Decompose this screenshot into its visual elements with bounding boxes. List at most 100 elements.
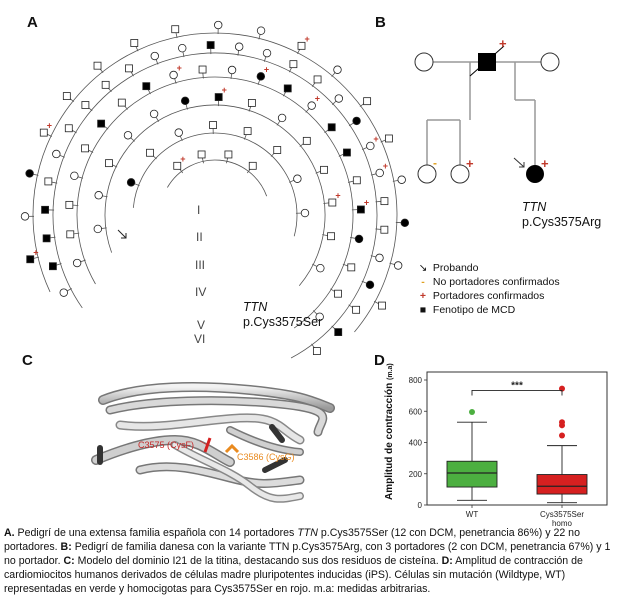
caption-b-label: B: — [60, 541, 72, 553]
pedigree-male — [44, 177, 53, 186]
panel-a-variant: p.Cys3575Ser — [243, 315, 323, 329]
pedigree-male — [283, 84, 292, 93]
b-founder-female — [414, 52, 434, 72]
legend-noncarrier: - No portadores confirmados — [421, 276, 560, 288]
panel-b-gene: TTN — [522, 200, 547, 214]
generation-label-3: III — [195, 258, 206, 272]
pedigree-female — [315, 312, 324, 321]
pedigree-male — [117, 98, 126, 107]
significance-bracket — [471, 389, 563, 396]
pedigree-male — [327, 123, 336, 132]
pedigree-female — [316, 263, 325, 273]
pedigree-male — [66, 230, 75, 239]
legend-proband-label: Probando — [432, 262, 479, 274]
pedigree-male — [273, 146, 282, 154]
pedigree-male — [247, 99, 256, 107]
caption-d-label: D: — [441, 555, 453, 567]
pedigree-male — [224, 150, 233, 159]
x-tick-label: WT — [466, 510, 479, 519]
pedigree-male — [81, 144, 89, 153]
y-tick-label: 400 — [409, 439, 423, 448]
pedigree-male — [334, 328, 343, 336]
significance-label: *** — [511, 380, 523, 391]
figure-caption: A. Pedigrí de una extensa familia españo… — [4, 526, 622, 596]
pedigree-female — [126, 178, 136, 187]
pedigree-female — [256, 26, 266, 35]
pedigree-female — [262, 48, 272, 58]
y-axis-label-unit: (m.a) — [387, 363, 394, 380]
generation-label-1: I — [197, 203, 201, 217]
panel-a-gene: TTN — [243, 300, 268, 314]
carrier-mark: + — [315, 94, 320, 104]
pedigree-male — [209, 121, 217, 129]
y-tick-label: 200 — [409, 470, 423, 479]
pedigree-male — [173, 161, 182, 170]
pedigree-female — [300, 208, 310, 218]
pedigree-female — [94, 191, 103, 200]
pedigree-male — [363, 97, 372, 106]
svg-text:+: + — [541, 156, 549, 171]
caption-b-text: Pedigrí de familia danesa con la variant… — [4, 541, 611, 567]
b-child-carrier — [450, 164, 470, 184]
pedigree-male — [243, 127, 252, 136]
pedigree-female — [150, 51, 159, 61]
pedigree-female — [214, 20, 223, 30]
pedigree-male — [64, 124, 73, 133]
pedigree-female — [25, 169, 34, 178]
pedigree-female — [400, 218, 410, 228]
iqr-box — [446, 460, 498, 488]
generation-label-5: V — [197, 318, 206, 332]
pedigree-male — [146, 148, 154, 157]
pedigree-male — [385, 134, 393, 143]
panel-b-variant: p.Cys3575Arg — [522, 215, 602, 229]
outlier-point — [559, 432, 565, 439]
pedigree-male — [105, 159, 113, 168]
y-tick-label: 600 — [409, 407, 423, 416]
x-tick-label: Cys3575Ser — [540, 510, 584, 519]
b-child-noncarrier — [417, 164, 437, 184]
pedigree-male — [101, 80, 110, 89]
caption-c-label: C: — [63, 555, 75, 567]
generation-label-6: VI — [194, 332, 206, 346]
pedigree-female — [174, 128, 183, 137]
pedigree-female — [70, 171, 79, 181]
pedigree-male — [328, 198, 337, 207]
svg-text:+: + — [466, 156, 474, 171]
pedigree-female — [333, 65, 342, 74]
legend-carrier-label: Portadores confirmados — [432, 290, 545, 302]
pedigree-male — [130, 39, 139, 47]
b-proband — [526, 165, 544, 183]
pedigree-male — [41, 205, 49, 214]
y-tick-label: 800 — [409, 376, 423, 385]
pedigree-female — [375, 168, 384, 178]
pedigree-male — [347, 263, 356, 272]
panel-a-letter: A — [27, 14, 38, 31]
pedigree-male — [65, 200, 74, 209]
carrier-mark: + — [47, 121, 52, 131]
outlier-point — [469, 409, 475, 416]
pedigree-female — [169, 70, 178, 80]
caption-a-gene: TTN — [297, 527, 318, 539]
pedigree-male — [214, 93, 223, 101]
pedigree-female — [59, 288, 68, 297]
pedigree-female — [149, 109, 159, 119]
pedigree-male — [312, 347, 321, 355]
carrier-mark: + — [264, 64, 269, 74]
caption-a-text-2: p.Cys3575Ser (12 con DCM, penetrancia 86… — [4, 527, 580, 553]
pedigree-male — [42, 234, 51, 243]
pedigree-male — [289, 60, 298, 69]
pedigree-female — [20, 212, 30, 221]
pedigree-male — [378, 301, 386, 310]
pedigree-female — [293, 174, 302, 183]
residue-c3586-label: C3586 (CysG) — [237, 452, 295, 462]
caption-a-text-1: Pedigrí de una extensa familia española … — [17, 527, 295, 539]
pedigree-male — [26, 255, 35, 264]
pedigree-female — [277, 113, 287, 123]
pedigree-male — [302, 136, 311, 145]
pedigree-female — [352, 116, 361, 126]
iqr-box — [536, 474, 588, 495]
pedigree-male — [142, 82, 151, 91]
c3586-bond — [224, 443, 240, 454]
caption-c-text: Modelo del dominio I21 de la titina, des… — [77, 555, 439, 567]
